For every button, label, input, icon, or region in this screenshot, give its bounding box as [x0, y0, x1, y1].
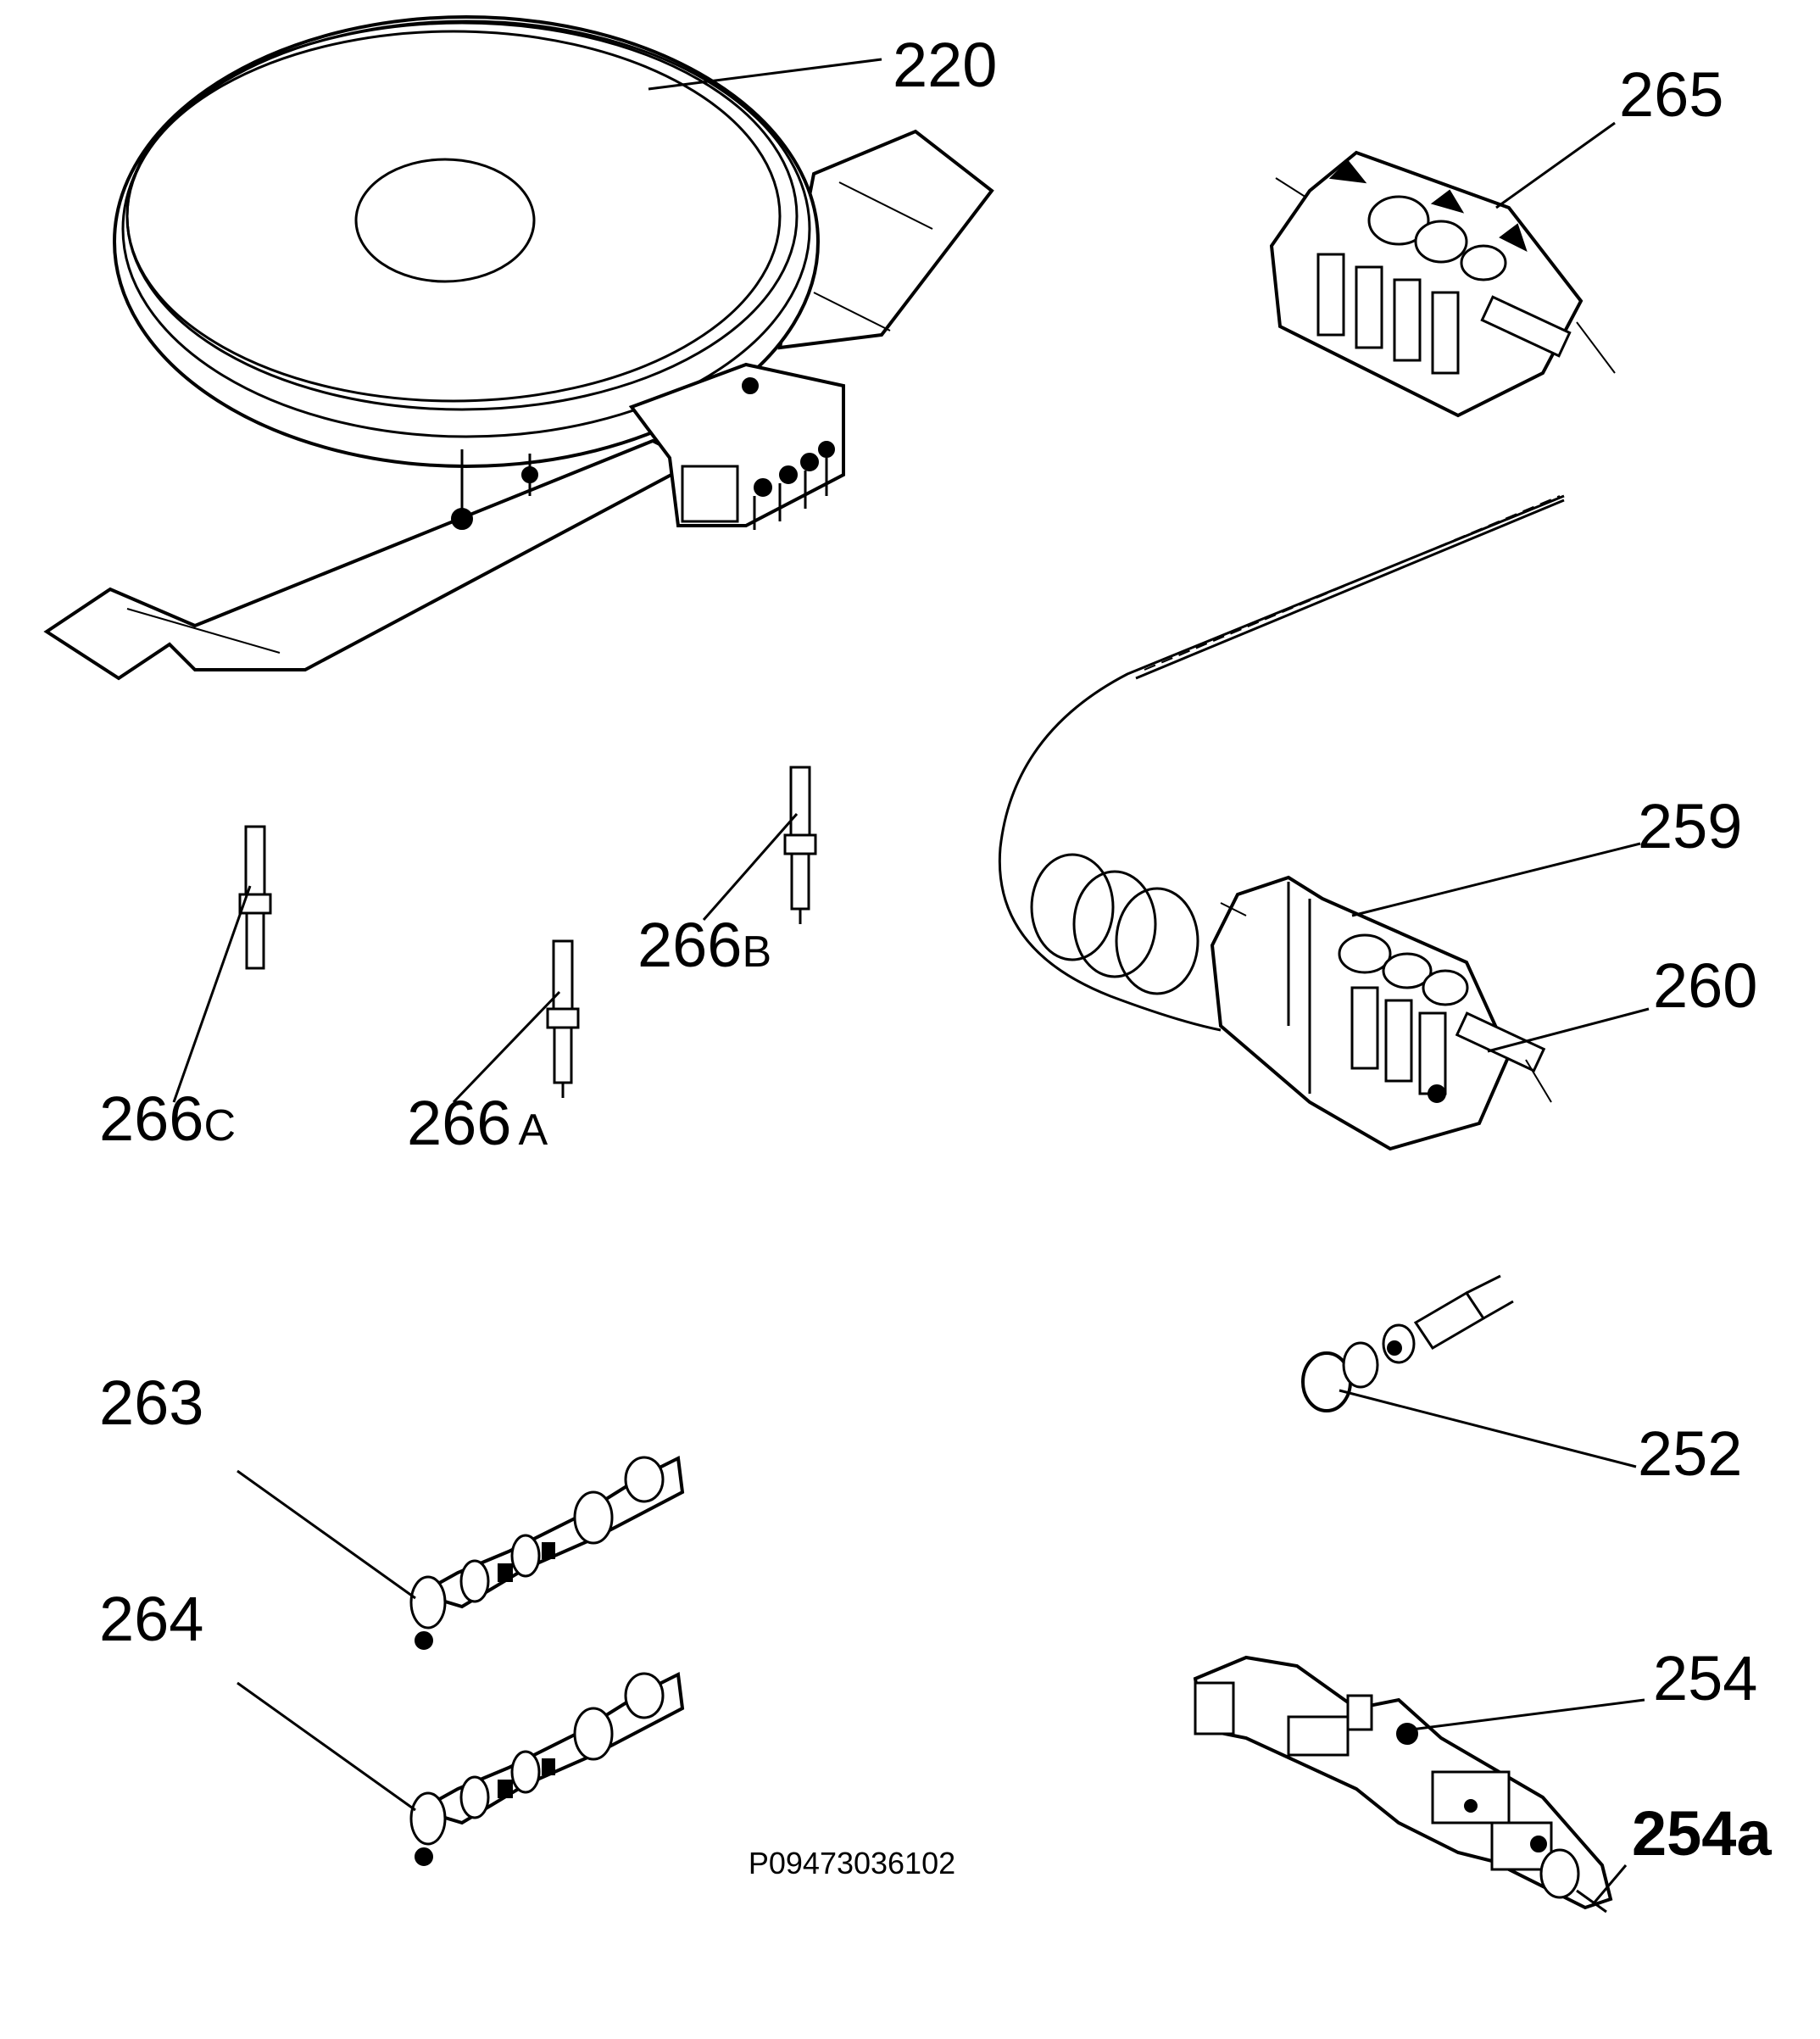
- part-266b-pin: [783, 766, 817, 924]
- label-259: 259: [1638, 791, 1742, 861]
- leader-lines: [172, 58, 1650, 1904]
- part-265-switch: [1269, 150, 1616, 418]
- label-265: 265: [1619, 59, 1723, 130]
- label-266b: 266B: [637, 910, 771, 980]
- part-266c-pin: [238, 825, 272, 970]
- part-264-electrode: [409, 1671, 685, 1866]
- part-263-electrode: [409, 1455, 685, 1650]
- part-254-motor: [1193, 1655, 1613, 1914]
- label-254: 254: [1653, 1643, 1757, 1713]
- part-252-lamp: [1301, 1274, 1514, 1412]
- label-220: 220: [893, 30, 997, 100]
- label-252: 252: [1638, 1418, 1742, 1489]
- part-220-hotplate: [43, 15, 994, 681]
- label-264: 264: [99, 1584, 203, 1654]
- part-259-260-thermostat: [998, 494, 1565, 1151]
- label-266c: 266C: [99, 1084, 236, 1154]
- label-260: 260: [1653, 950, 1757, 1021]
- label-254a: 254a: [1632, 1798, 1772, 1869]
- part-266a-pin: [546, 939, 580, 1098]
- label-263: 263: [99, 1368, 203, 1438]
- drawing-code: P09473036102: [749, 1846, 955, 1880]
